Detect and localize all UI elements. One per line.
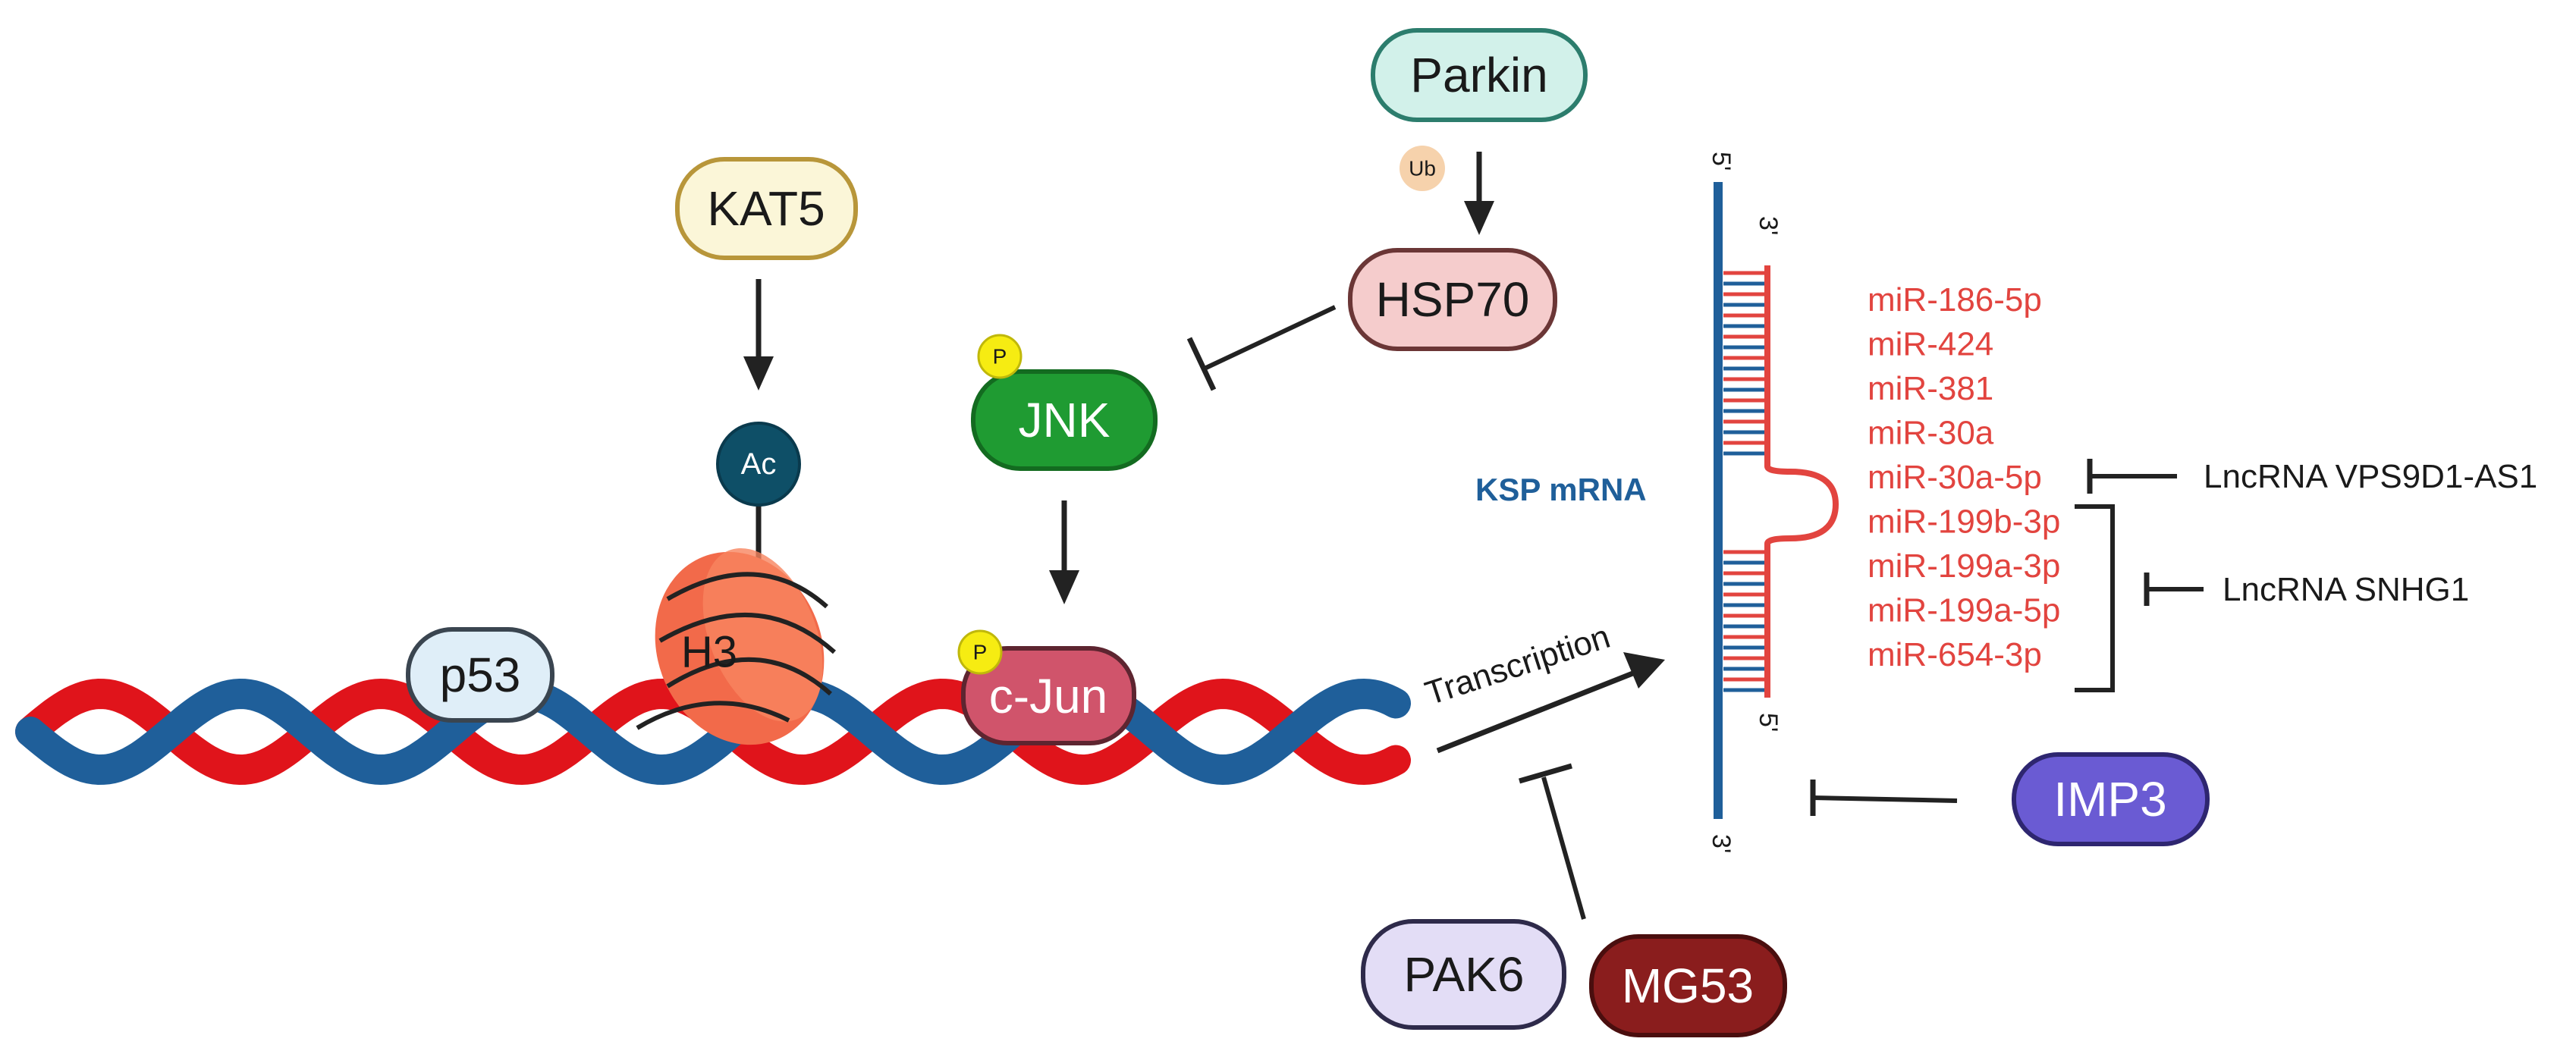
mirna-list: miR-186-5p miR-424 miR-381 miR-30a miR-30a-5… xyxy=(1868,281,2060,673)
inhibit-snhg1-to-mir199: LncRNA SNHG1 xyxy=(2144,571,2469,608)
dna-strand-blue xyxy=(15,678,1411,786)
mirna-label: miR-199a-5p xyxy=(1868,592,2060,629)
arrow-parkin-to-hsp70 xyxy=(1464,152,1494,235)
cjun-node: c-Jun xyxy=(961,646,1136,745)
cjun-p-label: P xyxy=(973,641,988,664)
cjun-phospho-badge: P xyxy=(957,629,1003,675)
ksp-mrna: 5' 3' KSP mRNA xyxy=(1475,152,1736,853)
inhibit-hsp70-to-jnk xyxy=(1186,305,1337,391)
mg53-node: MG53 xyxy=(1589,934,1787,1037)
transcription-label: Transcription xyxy=(1421,618,1614,713)
mirna-3prime-label: 3' xyxy=(1754,216,1783,235)
mirna-label: miR-199b-3p xyxy=(1868,504,2060,541)
pak6-node: PAK6 xyxy=(1361,919,1566,1030)
p53-node: p53 xyxy=(406,627,554,723)
mirna-label: miR-381 xyxy=(1868,370,1993,407)
hsp70-node: HSP70 xyxy=(1348,248,1557,351)
kat5-label: KAT5 xyxy=(707,181,825,236)
hsp70-label: HSP70 xyxy=(1376,272,1530,327)
mirna-label: miR-424 xyxy=(1868,326,1993,363)
ubiquitin-badge: Ub xyxy=(1400,146,1445,191)
arrow-kat5-to-ac xyxy=(743,279,774,391)
mir199-bracket xyxy=(2075,504,2115,692)
parkin-node: Parkin xyxy=(1371,28,1588,122)
jnk-label: JNK xyxy=(1019,393,1111,447)
lncrna-vps9d1-label: LncRNA VPS9D1-AS1 xyxy=(2204,458,2537,495)
mrna-5prime-label: 5' xyxy=(1707,152,1736,171)
mrna-3prime-label: 3' xyxy=(1707,834,1736,853)
cjun-label: c-Jun xyxy=(989,669,1108,723)
mirna-strand xyxy=(1764,265,1839,698)
imp3-label: IMP3 xyxy=(2053,772,2166,827)
parkin-label: Parkin xyxy=(1410,48,1547,102)
ksp-mrna-label: KSP mRNA xyxy=(1475,472,1647,507)
inhibit-vps9d1-to-mir30a5p: LncRNA VPS9D1-AS1 xyxy=(2087,458,2537,495)
mirna-label: miR-186-5p xyxy=(1868,281,2042,318)
jnk-node: JNK xyxy=(971,369,1158,471)
mirna-label: miR-199a-3p xyxy=(1868,547,2060,585)
p53-label: p53 xyxy=(440,648,521,702)
inhibit-mg53-to-transcription xyxy=(1519,763,1586,920)
kat5-node: KAT5 xyxy=(675,157,858,260)
mg53-label: MG53 xyxy=(1622,958,1754,1013)
lncrna-snhg1-label: LncRNA SNHG1 xyxy=(2223,571,2469,608)
mirna-duplex: 3' 5' xyxy=(1723,216,1839,732)
base-pair-rungs xyxy=(1723,271,1764,692)
histone-h3: H3 xyxy=(636,493,837,745)
inhibit-imp3-to-mrna xyxy=(1810,780,1958,816)
imp3-node: IMP3 xyxy=(2012,752,2210,846)
arrow-jnk-to-cjun xyxy=(1049,500,1079,604)
pak6-label: PAK6 xyxy=(1404,947,1525,1002)
jnk-p-label: P xyxy=(993,345,1007,369)
acetyl-group: Ac xyxy=(716,422,801,507)
mirna-5prime-label: 5' xyxy=(1754,713,1783,732)
h3-label: H3 xyxy=(681,628,737,677)
ac-label: Ac xyxy=(741,447,777,481)
ub-label: Ub xyxy=(1409,157,1436,180)
mirna-label: miR-30a-5p xyxy=(1868,459,2042,496)
jnk-phospho-badge: P xyxy=(977,334,1023,379)
mirna-label: miR-30a xyxy=(1868,415,1994,452)
transcription-arrow: Transcription xyxy=(1421,618,1665,754)
mirna-label: miR-654-3p xyxy=(1868,636,2042,673)
